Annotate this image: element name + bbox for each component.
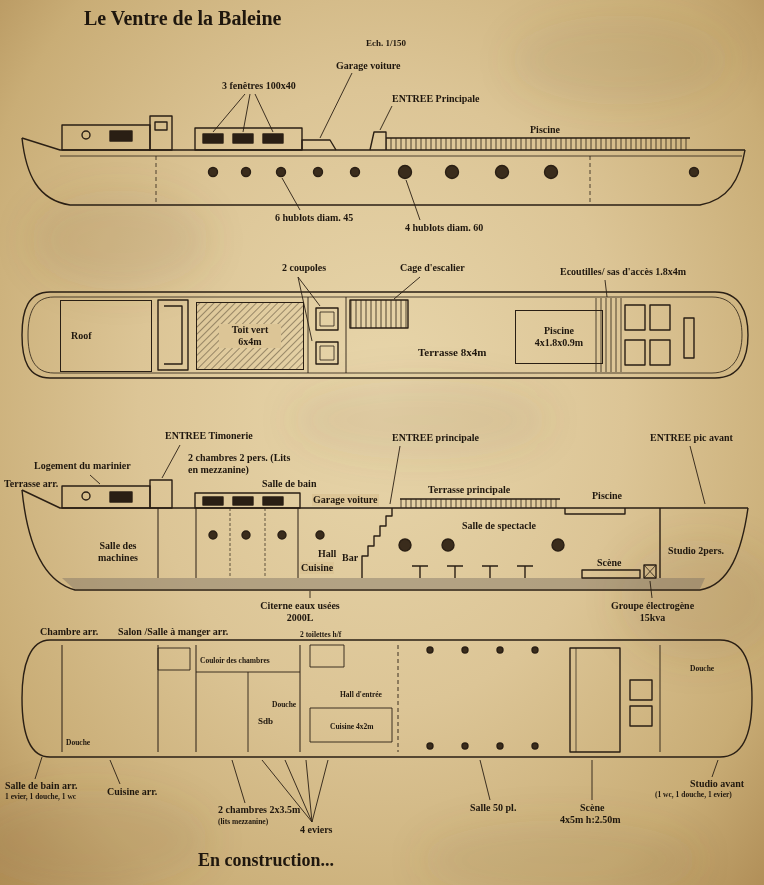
- plan-label: 3 fenêtres 100x40: [222, 80, 296, 92]
- ink: [22, 73, 752, 822]
- plan-label: Garage voiture: [336, 60, 401, 72]
- plan-label: Douche: [66, 738, 90, 747]
- plan-label: 2 chambres 2x3.5m: [218, 804, 300, 816]
- plan-label: 2 coupoles: [282, 262, 326, 274]
- plan-label: Salle de spectacle: [462, 520, 536, 532]
- plan-label: Sdb: [258, 716, 273, 727]
- deck-area-box: Roof: [60, 300, 152, 372]
- leader-lines: [213, 73, 420, 220]
- plan-label: 4 hublots diam. 60: [405, 222, 483, 234]
- plan-label: Salle de bain arr.: [5, 780, 77, 792]
- plan-label: ENTREE Principale: [392, 93, 480, 105]
- plan-label: Douche: [690, 664, 714, 673]
- plan-label: 4 eviers: [300, 824, 333, 836]
- plan-label: Salle 50 pl.: [470, 802, 516, 814]
- plan-label: Ecoutilles/ sas d'accès 1.8x4m: [560, 266, 686, 278]
- plan-label: Scène: [597, 557, 621, 569]
- plan-label: Ech. 1/150: [366, 38, 406, 49]
- plan-label: Piscine: [530, 124, 560, 136]
- plan-label: 4x5m h:2.50m: [560, 814, 621, 826]
- plan-label: Citerne eaux usées 2000L: [250, 600, 350, 624]
- deck-area-box: Toit vert 6x4m: [196, 302, 304, 370]
- plan-label: Terrasse 8x4m: [418, 346, 486, 359]
- area-name: Roof: [71, 330, 92, 342]
- plan-label: (lits mezzanine): [218, 817, 268, 826]
- plan-label: Couloir des chambres: [200, 656, 270, 665]
- plan-label: Cuisine 4x2m: [330, 722, 374, 731]
- plan-label: Hall: [318, 548, 336, 560]
- plan-label: Douche: [272, 700, 296, 709]
- plan-label: Studio avant: [690, 778, 744, 790]
- deck-area-box: Piscine 4x1.8x0.9m: [515, 310, 603, 364]
- plan-label: Piscine: [592, 490, 622, 502]
- plan-label: Chambre arr.: [40, 626, 98, 638]
- stains: [0, 15, 764, 885]
- plan-label: Hall d'entrée: [340, 690, 382, 699]
- plan-label: Studio 2pers.: [668, 545, 724, 557]
- plan-label: Salon /Salle à manger arr.: [118, 626, 228, 638]
- plan-label: Terrasse principale: [428, 484, 510, 496]
- plan-label: Logement du marinier: [34, 460, 131, 472]
- plan-label: Groupe électrogène 15kva: [600, 600, 705, 624]
- plan-label: Salle des machines: [86, 540, 150, 564]
- plan-label: Garage voiture: [312, 494, 379, 506]
- plan-label: ENTREE Timonerie: [165, 430, 253, 442]
- plan-label: ENTREE principale: [392, 432, 479, 444]
- plan-label: Cuisine: [300, 562, 334, 574]
- title: Le Ventre de la Baleine: [84, 6, 281, 30]
- plan-label: ENTREE pic avant: [650, 432, 733, 444]
- caption: En construction...: [198, 850, 334, 872]
- plan-label: 6 hublots diam. 45: [275, 212, 353, 224]
- plan-label: Terrasse arr.: [4, 478, 58, 490]
- plan-label: 1 evier, 1 douche, 1 wc: [5, 792, 76, 801]
- plan-label: (1 wc, 1 douche, 1 evier): [655, 790, 732, 799]
- plan-label: Scène: [580, 802, 604, 814]
- plan-label: Bar: [342, 552, 358, 564]
- plan-label: 2 toilettes h/f: [300, 630, 341, 639]
- plan-label: Cuisine arr.: [107, 786, 157, 798]
- plan-label: Cage d'escalier: [400, 262, 465, 274]
- plan-label: 2 chambres 2 pers. (Lits en mezzanine): [188, 452, 298, 476]
- area-name: Toit vert 6x4m: [219, 324, 281, 348]
- area-name: Piscine 4x1.8x0.9m: [526, 325, 592, 349]
- plan-label: Salle de bain: [262, 478, 316, 490]
